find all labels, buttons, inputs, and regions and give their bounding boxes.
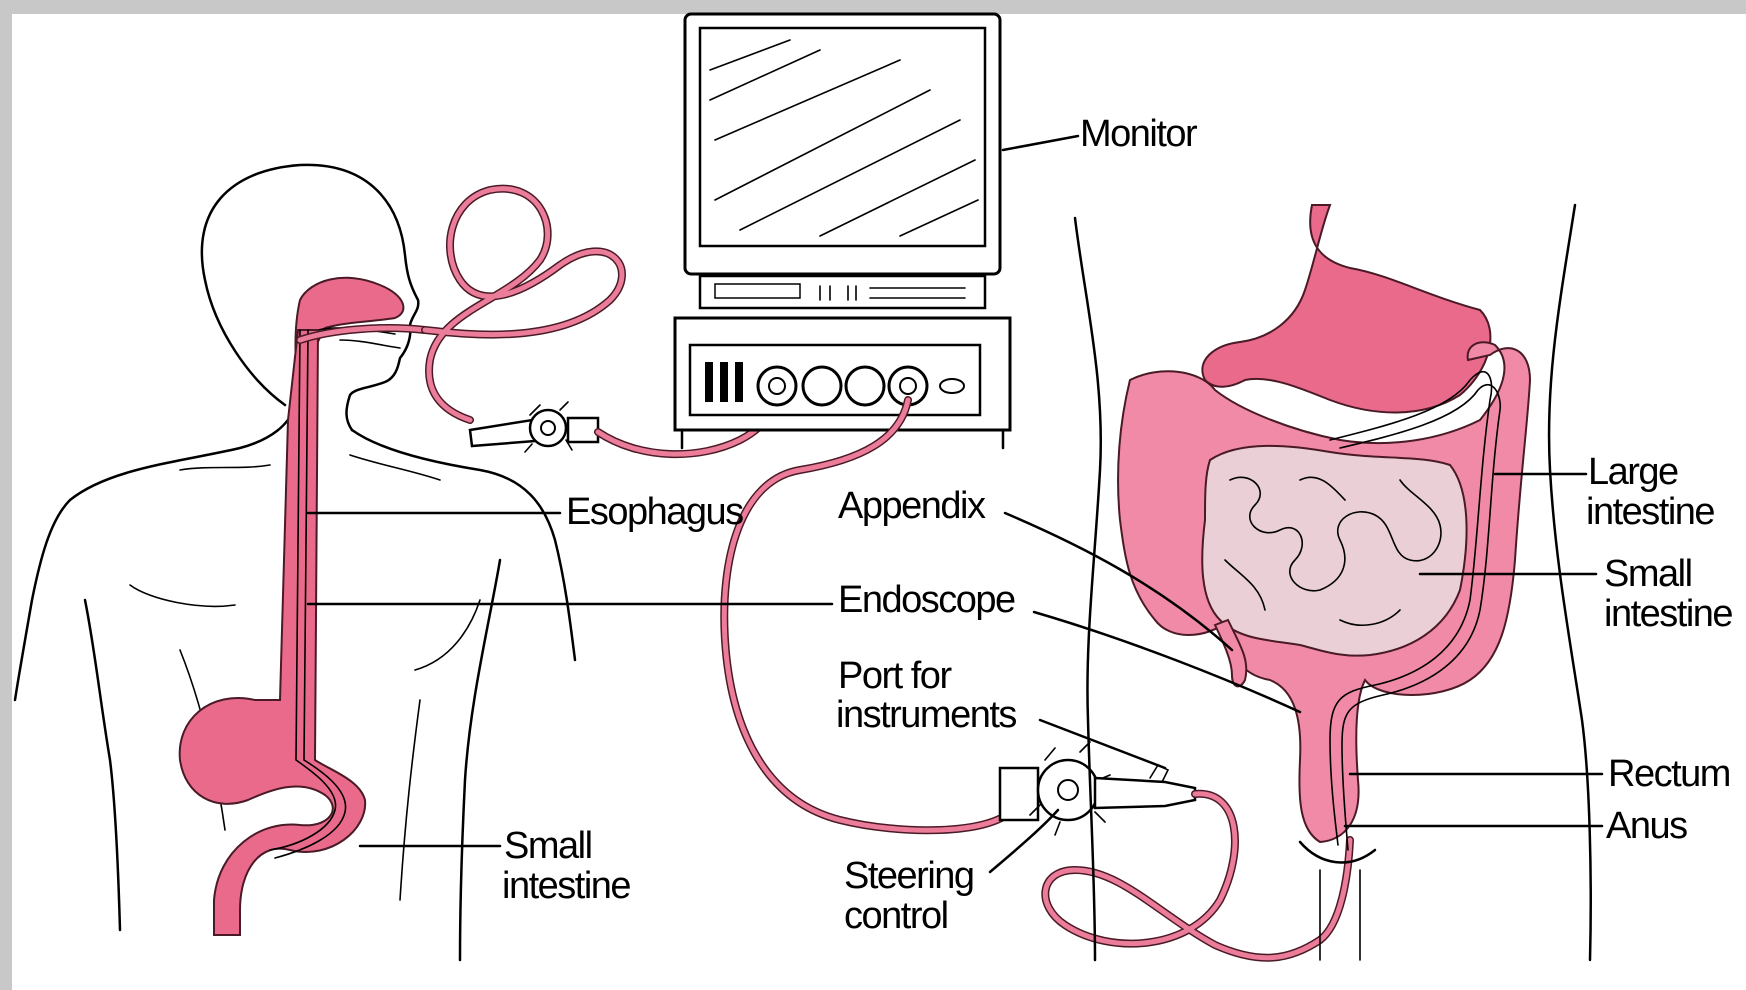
label-small-intestine-right-line2: intestine: [1604, 593, 1732, 635]
label-monitor: Monitor: [1080, 113, 1198, 155]
label-large-intestine-line2: intestine: [1586, 491, 1714, 533]
label-small-intestine-left-line2: intestine: [502, 865, 630, 907]
left-body-figure: [15, 165, 575, 960]
right-torso: [1075, 205, 1591, 960]
label-esophagus: Esophagus: [566, 491, 743, 533]
label-endoscope: Endoscope: [838, 579, 1015, 621]
label-steering-line2: control: [844, 895, 948, 937]
lower-handpiece: [1000, 742, 1350, 958]
label-appendix: Appendix: [838, 485, 986, 527]
label-rectum: Rectum: [1608, 753, 1730, 795]
label-anus: Anus: [1606, 805, 1687, 847]
scope-cable-upper: [425, 189, 622, 420]
monitor-unit: [675, 14, 1010, 448]
label-port-line1: Port for: [838, 655, 952, 697]
top-border: [0, 0, 1746, 14]
label-large-intestine-line1: Large: [1588, 451, 1678, 493]
label-small-intestine-right-line1: Small: [1604, 553, 1692, 595]
label-small-intestine-left-line1: Small: [504, 825, 592, 867]
label-steering-line1: Steering: [844, 855, 974, 897]
label-port-line2: instruments: [836, 694, 1016, 736]
left-border: [0, 0, 12, 990]
